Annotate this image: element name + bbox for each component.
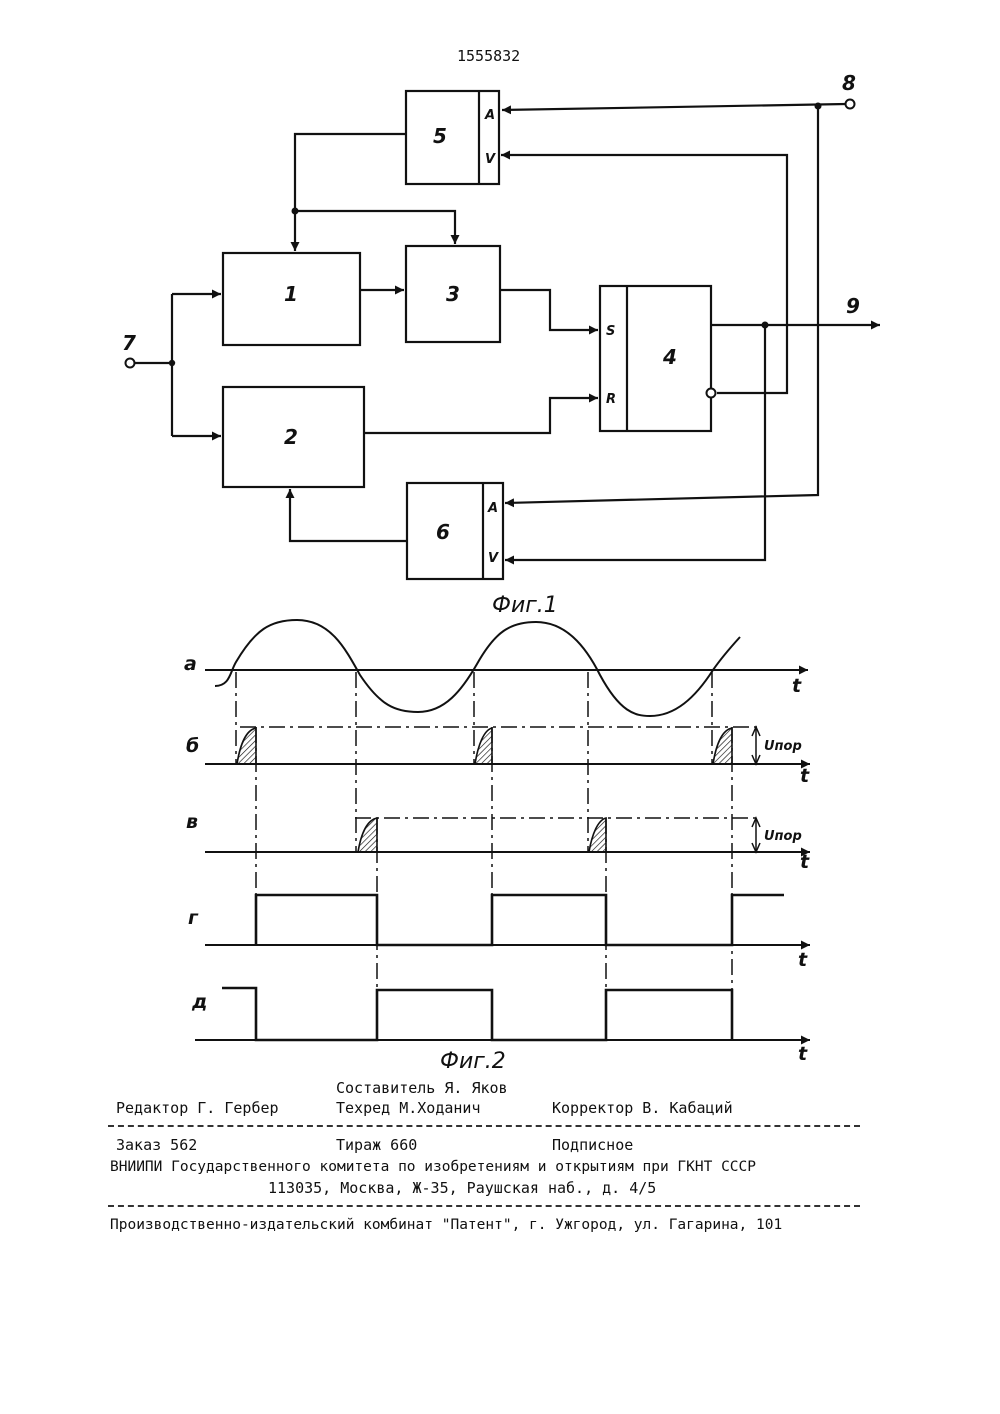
- input-terminal-7: [126, 359, 135, 368]
- figures-drawing: 5 A V 1 3 4 S R 2 6 A V 7 8 9 Фиг.1: [0, 0, 1000, 1070]
- terminal-label-7: 7: [122, 331, 136, 355]
- waveform-d: [222, 988, 732, 1040]
- block-label-5: 5: [433, 124, 447, 148]
- axis-t-label-a: t: [792, 675, 802, 697]
- figure1-block-diagram: [135, 91, 880, 579]
- imprint-address: 113035, Москва, Ж-35, Раушская наб., д. …: [268, 1181, 656, 1196]
- figure2-timing-diagram: [195, 620, 810, 1040]
- imprint-corrector: Корректор В. Кабаций: [552, 1101, 733, 1116]
- figure2-caption: Фиг.2: [440, 1049, 506, 1070]
- pulse-v-2: [589, 818, 606, 852]
- axis-t-label-g: t: [798, 949, 808, 971]
- waveform-label-g: г: [188, 907, 199, 929]
- threshold-label-v: Uпор: [764, 829, 802, 844]
- block5-pin-v: V: [485, 152, 496, 167]
- waveform-a-sine: [215, 620, 740, 716]
- control-terminal-8: [846, 100, 855, 109]
- block-label-2: 2: [284, 425, 298, 449]
- imprint-printer: Производственно-издательский комбинат "П…: [110, 1218, 782, 1233]
- block-label-4: 4: [662, 345, 677, 369]
- imprint-institute: ВНИИПИ Государственного комитета по изоб…: [110, 1160, 756, 1175]
- block4-pin-r: R: [606, 392, 616, 407]
- waveform-label-b: б: [186, 735, 199, 757]
- axis-t-label-b: t: [800, 765, 810, 787]
- imprint-composer: Составитель Я. Яков: [336, 1081, 508, 1096]
- axis-t-label-v: t: [800, 851, 810, 873]
- block-label-3: 3: [446, 282, 460, 306]
- figure1-caption: Фиг.1: [492, 593, 558, 618]
- imprint-techred: Техред М.Ходанич: [336, 1101, 481, 1116]
- terminal-label-8: 8: [842, 71, 856, 95]
- imprint-editor: Редактор Г. Гербер: [116, 1101, 279, 1116]
- imprint-order: Заказ 562: [116, 1138, 197, 1153]
- terminal-label-9: 9: [846, 294, 860, 318]
- pulse-b-2: [475, 728, 492, 764]
- block5-pin-a: A: [484, 108, 495, 123]
- separator-2: [108, 1205, 860, 1207]
- axis-t-label-d: t: [798, 1043, 808, 1065]
- block4-pin-s: S: [606, 324, 615, 339]
- block-label-6: 6: [436, 520, 450, 544]
- waveform-label-a: а: [184, 653, 197, 675]
- waveform-label-v: в: [186, 811, 198, 833]
- pulse-v-1: [358, 818, 377, 852]
- block6-pin-a: A: [487, 501, 498, 516]
- pulse-b-3: [713, 728, 732, 764]
- threshold-label-b: Uпор: [764, 739, 802, 754]
- block-5: [406, 91, 499, 184]
- waveform-label-d: д: [191, 991, 207, 1013]
- imprint-subscription: Подписное: [552, 1138, 633, 1153]
- pulse-b-1: [237, 728, 256, 764]
- imprint-circulation: Тираж 660: [336, 1138, 417, 1153]
- inverted-output-bubble: [707, 389, 716, 398]
- block6-pin-v: V: [488, 551, 499, 566]
- block-4: [600, 286, 711, 431]
- waveform-g: [256, 895, 784, 945]
- block-label-1: 1: [284, 282, 298, 306]
- separator-1: [108, 1125, 860, 1127]
